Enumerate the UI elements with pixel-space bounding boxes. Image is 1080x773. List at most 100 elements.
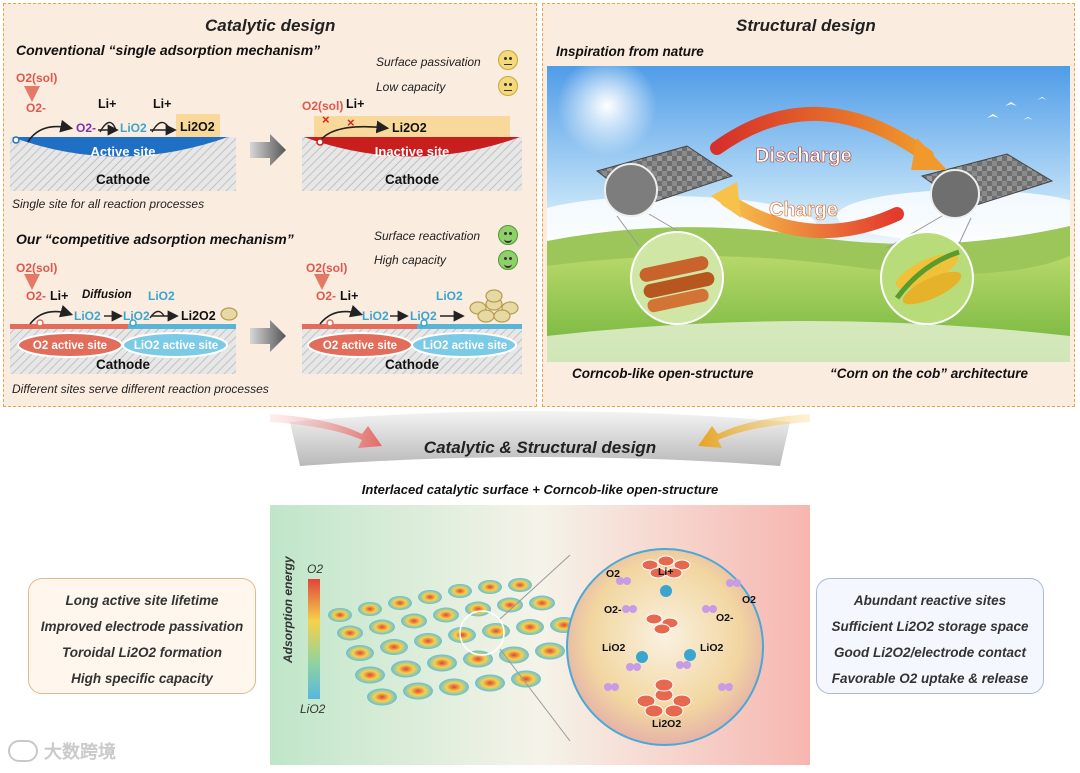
- li2o2-toroids-middle: [645, 613, 679, 635]
- corn-on-cob-caption: “Corn on the cob” architecture: [830, 366, 1029, 381]
- lio2-label: LiO2: [120, 121, 147, 135]
- diffusion-label: Diffusion: [82, 289, 132, 301]
- transition-arrow-icon: [250, 134, 286, 166]
- neutral-face-icon: [498, 76, 518, 96]
- combined-banner: [270, 411, 810, 466]
- lio2-active-site: [122, 332, 228, 358]
- zoom-o2-label: O2: [606, 568, 620, 580]
- li2o2-label: Li2O2: [392, 121, 427, 135]
- merge-arrow-left: [270, 414, 382, 448]
- benefit-item: Improved electrode passivation: [40, 619, 244, 634]
- combined-subtitle: Interlaced catalytic surface + Corncob-l…: [361, 482, 719, 497]
- corn-icon: [894, 249, 962, 305]
- zoom-sphere: [566, 548, 764, 746]
- li-plus-label: Li+: [98, 97, 116, 111]
- zoom-o2-label: O2: [742, 594, 756, 606]
- benefit-item: Toroidal Li2O2 formation: [61, 645, 222, 660]
- left-benefits-box: Long active site lifetime Improved elect…: [28, 578, 256, 694]
- li-plus-label: Li+: [340, 289, 358, 303]
- legend-axis-label: Adsorption energy: [281, 555, 295, 664]
- oxygen-molecule-icon: [604, 577, 741, 691]
- watermark: 大数跨境: [8, 738, 116, 764]
- li2o2-label: Li2O2: [180, 120, 215, 134]
- lio2-active-site-label: LiO2 active site: [134, 340, 218, 352]
- benefit-item: High specific capacity: [71, 671, 213, 686]
- inactive-site-label: Inactive site: [375, 144, 449, 159]
- merge-arrow-right: [698, 414, 810, 448]
- lio2-label: LiO2: [74, 309, 101, 323]
- li-plus-label: Li+: [153, 97, 171, 111]
- li-ion-icon: [684, 649, 696, 661]
- corncob-icon: [639, 256, 715, 313]
- conventional-mechanism-diagram: Active site Cathode O2(sol) O2- O2- Li+ …: [10, 71, 522, 191]
- zoom-li2o2-label: Li2O2: [652, 718, 681, 730]
- benefit-item: Sufficient Li2O2 storage space: [831, 619, 1029, 634]
- o2-sol-label: O2(sol): [302, 99, 343, 113]
- surface-reactivation-label: Surface reactivation: [374, 229, 481, 243]
- lio2-label: LiO2: [436, 289, 463, 303]
- inactive-site-well: [304, 137, 520, 157]
- happy-face-icon: [498, 225, 518, 245]
- surface-passivation-label: Surface passivation: [376, 55, 481, 69]
- discharge-arrow: [710, 107, 934, 163]
- adsorption-surface-figure: O2 LiO2 Adsorption energy O2 Li+ O2 O2- …: [270, 505, 810, 765]
- single-site-note: Single site for all reaction processes: [12, 197, 205, 211]
- charge-arrow: [720, 193, 904, 239]
- adsorption-legend-bar: [308, 579, 320, 699]
- lio2-label: LiO2: [362, 309, 389, 323]
- birds-icon: [987, 97, 1047, 120]
- zoom-li-plus-label: Li+: [658, 566, 673, 578]
- charge-label: Charge: [769, 199, 838, 221]
- li-ion-icon: [636, 651, 648, 663]
- corncob-caption: Corncob-like open-structure: [572, 366, 754, 381]
- zoom-lio2-label: LiO2: [602, 642, 625, 654]
- li2o2-toroids-top: [641, 555, 691, 579]
- o2-sol-label: O2(sol): [16, 71, 57, 85]
- lio2-active-site: [411, 332, 517, 358]
- benefit-item: Good Li2O2/electrode contact: [833, 645, 1027, 660]
- discharge-label: Discharge: [755, 145, 852, 167]
- watermark-text: 大数跨境: [44, 742, 116, 763]
- high-capacity-label: High capacity: [374, 253, 447, 267]
- o2-minus-label: O2-: [26, 289, 46, 303]
- li-ion-icon: [660, 585, 672, 597]
- interlaced-catalytic-surface: [328, 578, 578, 706]
- zoom-o2-minus-label: O2-: [604, 604, 622, 616]
- lio2-label: LiO2: [123, 309, 150, 323]
- o2-minus-label: O2-: [316, 289, 336, 303]
- lio2-active-site-label: LiO2 active site: [423, 340, 507, 352]
- right-benefits-box: Abundant reactive sites Sufficient Li2O2…: [816, 578, 1044, 694]
- zoom-o2-minus-label: O2-: [716, 612, 734, 624]
- competitive-mechanism-diagram: O2 active site LiO2 active site Cathode …: [10, 261, 522, 374]
- different-sites-note: Different sites serve different reaction…: [12, 382, 269, 396]
- li2o2-label: Li2O2: [181, 309, 216, 323]
- inspiration-label: Inspiration from nature: [556, 44, 704, 59]
- nature-scene: Discharge Charge: [547, 66, 1070, 362]
- conventional-mechanism-title: Conventional “single adsorption mechanis…: [16, 42, 321, 58]
- neutral-face-icon: [498, 50, 518, 70]
- o2-sol-label: O2(sol): [16, 261, 57, 275]
- structural-design-title: Structural design: [736, 16, 876, 35]
- catalytic-design-title: Catalytic design: [205, 16, 336, 35]
- li2o2-toroids-bottom: [636, 678, 692, 718]
- o2-active-site-label: O2 active site: [323, 340, 397, 352]
- active-site-well: [12, 137, 228, 157]
- li-plus-label: Li+: [50, 289, 68, 303]
- superoxide-label: O2-: [76, 121, 96, 135]
- cathode-label: Cathode: [96, 172, 150, 187]
- cathode-label: Cathode: [385, 172, 439, 187]
- legend-bottom-label: LiO2: [300, 702, 326, 716]
- blocked-cross-icon: ×: [347, 115, 355, 130]
- li-plus-label: Li+: [346, 97, 364, 111]
- benefit-item: Long active site lifetime: [65, 593, 219, 608]
- low-capacity-label: Low capacity: [376, 80, 446, 94]
- cathode-label: Cathode: [96, 357, 150, 372]
- toroid-icon: [220, 307, 238, 321]
- watermark-logo-icon: [8, 740, 38, 762]
- o2-sol-label: O2(sol): [306, 261, 347, 275]
- transition-arrow-icon: [250, 320, 286, 352]
- competitive-mechanism-title: Our “competitive adsorption mechanism”: [16, 231, 294, 247]
- combined-title: Catalytic & Structural design: [423, 438, 657, 457]
- zoom-lio2-label: LiO2: [700, 642, 723, 654]
- lio2-label: LiO2: [148, 289, 175, 303]
